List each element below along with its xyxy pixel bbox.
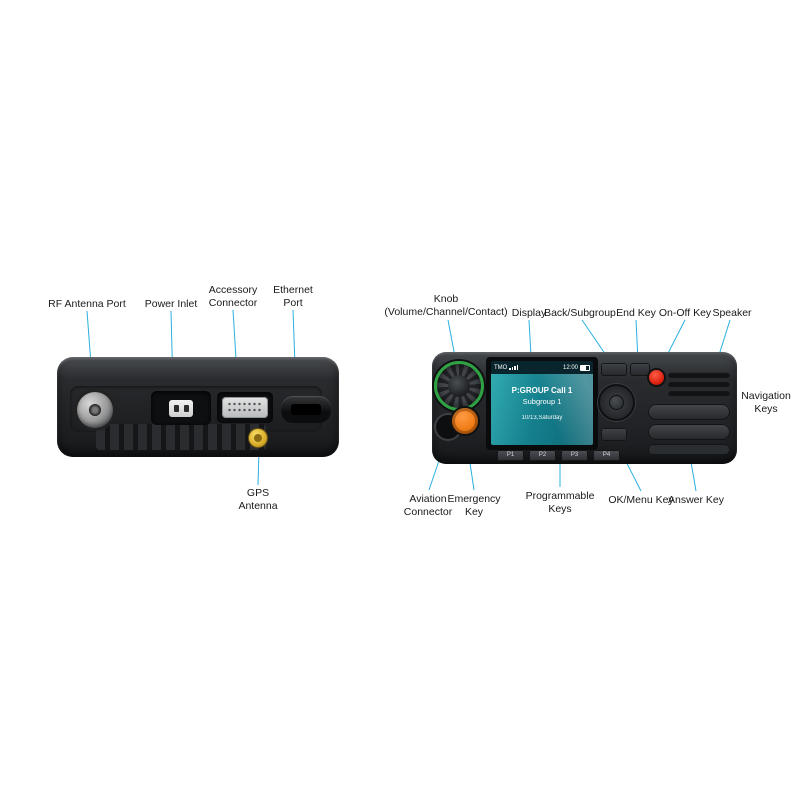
label-navigation-keys: Navigation Keys [741, 390, 791, 415]
label-programmable-keys: Programmable Keys [525, 490, 595, 515]
callout-line-display [528, 319, 532, 357]
screen-call-text: P:GROUP Call 1 [511, 386, 573, 395]
label-speaker: Speaker [712, 307, 752, 319]
cooling-fins [96, 424, 266, 450]
screen-date-text: 10/13,Saturday [521, 415, 563, 421]
battery-icon [580, 364, 590, 371]
label-accessory-connector: Accessory Connector [208, 284, 258, 309]
label-emergency-key: Emergency Key [447, 493, 501, 518]
programmable-key-p4: P4 [593, 450, 620, 461]
navigation-pad-center [609, 395, 624, 410]
screen-subgroup-text: Subgroup 1 [522, 397, 562, 406]
signal-icon [509, 365, 519, 370]
label-aviation-connector: Aviation Connector [403, 493, 453, 518]
gps-antenna-center [254, 434, 262, 442]
label-rf-antenna-port: RF Antenna Port [48, 298, 126, 310]
accessory-connector-pins [227, 401, 263, 414]
on-off-key [649, 370, 664, 385]
answer-key [648, 444, 730, 455]
back-subgroup-key [601, 363, 627, 376]
power-pin [184, 405, 189, 412]
navigation-key-down [648, 424, 730, 440]
end-key [630, 363, 650, 376]
power-inlet-connector [169, 400, 193, 417]
programmable-keys-row: P1 P2 P3 P4 [497, 450, 620, 461]
emergency-key [452, 408, 478, 434]
label-back-subgroup: Back/Subgroup [544, 307, 616, 319]
label-knob: Knob (Volume/Channel/Contact) [384, 293, 508, 318]
programmable-key-p1: P1 [497, 450, 524, 461]
display-screen: TMO 12:00 P:GROUP Call 1 Subgroup 1 10/1… [491, 361, 593, 445]
ethernet-port-slot [291, 404, 321, 415]
label-on-off-key: On-Off Key [658, 307, 712, 319]
programmable-key-p2: P2 [529, 450, 556, 461]
time-label: 12:00 [562, 364, 578, 371]
screen-main-area: P:GROUP Call 1 Subgroup 1 10/13,Saturday [491, 374, 593, 445]
label-gps-antenna: GPS Antenna [238, 487, 278, 512]
navigation-key-up [648, 404, 730, 420]
power-pin [174, 405, 179, 412]
rf-antenna-port-center [89, 404, 101, 416]
label-ethernet-port: Ethernet Port [273, 284, 313, 309]
carrier-label: TMO [494, 364, 508, 371]
label-display: Display [511, 307, 547, 319]
ok-menu-key [601, 428, 627, 441]
label-end-key: End Key [616, 307, 656, 319]
speaker-grille-slat [668, 381, 730, 387]
screen-status-bar: TMO 12:00 [491, 361, 593, 374]
speaker-grille-slat [668, 390, 730, 396]
label-power-inlet: Power Inlet [144, 298, 198, 310]
programmable-key-p3: P3 [561, 450, 588, 461]
speaker-grille-slat [668, 372, 730, 378]
label-answer-key: Answer Key [667, 494, 725, 506]
label-ok-menu-key: OK/Menu Key [608, 494, 674, 506]
knob-cap [448, 375, 470, 397]
